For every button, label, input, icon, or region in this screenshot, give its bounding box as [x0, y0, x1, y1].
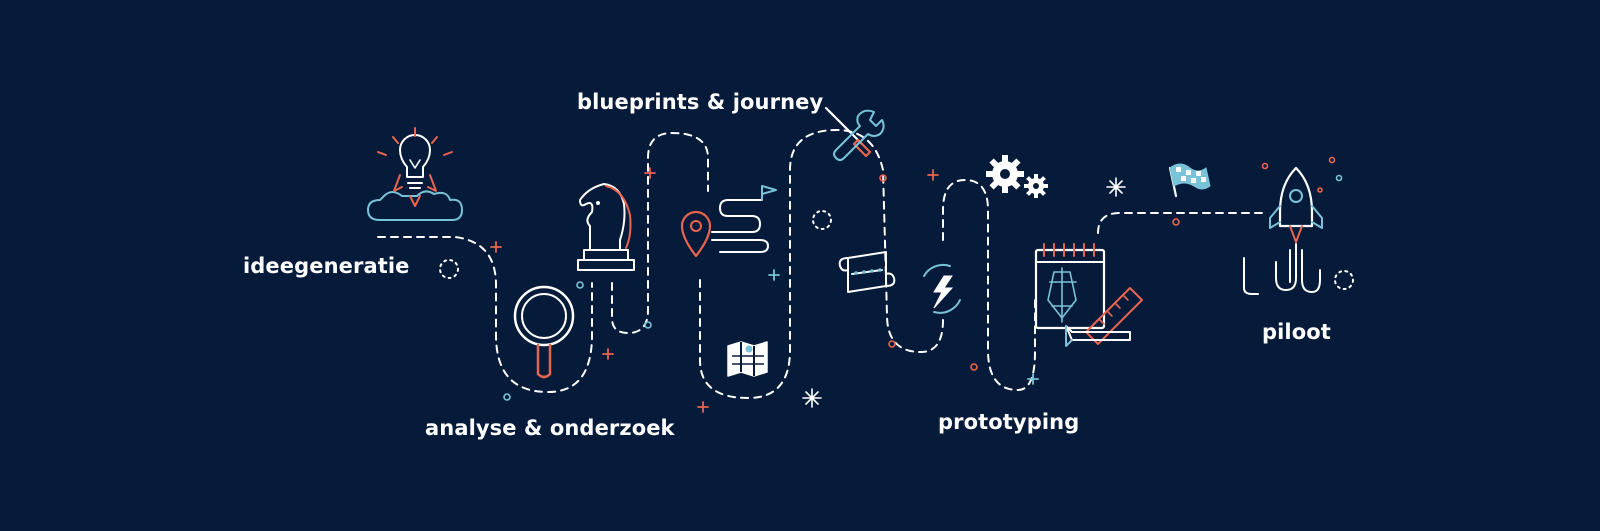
- map-icon: [727, 341, 768, 377]
- journey-route-icon: [680, 185, 777, 258]
- step-label-blueprints-journey: blueprints & journey: [577, 90, 824, 114]
- decor-dots: [503, 156, 1343, 401]
- lightning-icon: [923, 263, 961, 314]
- gears-icon: [986, 155, 1048, 198]
- magnifier-icon: [513, 285, 575, 379]
- rocket-icon: [1243, 166, 1323, 295]
- lightbulb-rocket-icon: [367, 127, 463, 221]
- checkered-flag-icon: [1168, 163, 1211, 198]
- chess-knight-icon: [577, 183, 635, 271]
- step-label-ideegeneratie: ideegeneratie: [243, 254, 410, 278]
- decor-sparkles: [802, 177, 1126, 408]
- blueprint-calendar-icon: [1034, 243, 1143, 347]
- tools-icon: [824, 106, 885, 161]
- decor-dotted-rings: [439, 210, 1354, 290]
- step-label-analyse-onderzoek: analyse & onderzoek: [425, 416, 675, 440]
- decor-plus-signs: [490, 167, 1039, 413]
- scroll-icon: [838, 251, 896, 293]
- winding-path: [377, 128, 1265, 400]
- step-label-piloot: piloot: [1262, 320, 1331, 344]
- step-label-prototyping: prototyping: [938, 410, 1080, 434]
